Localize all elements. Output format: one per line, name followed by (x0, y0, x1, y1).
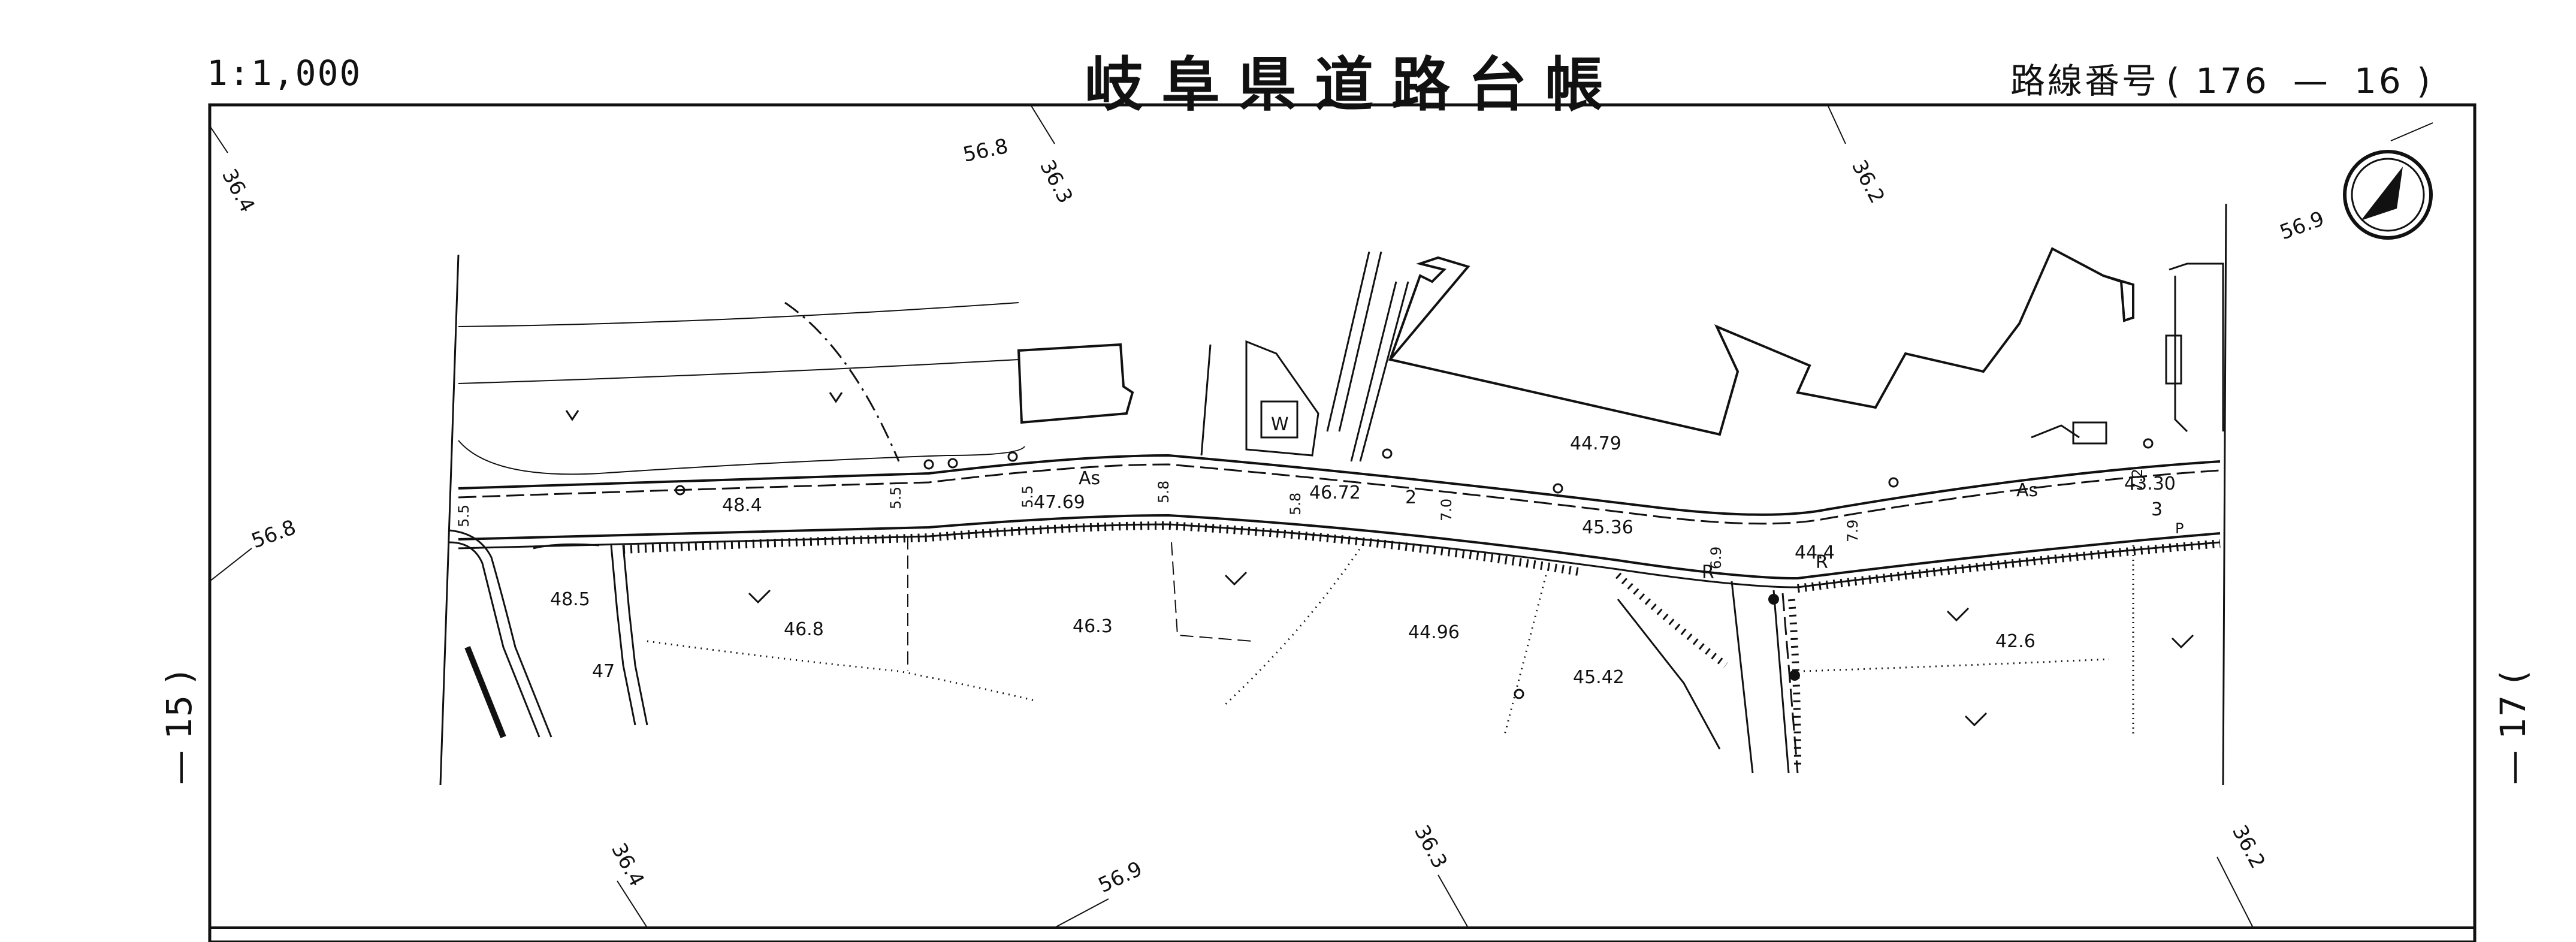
grid-bottom-2: 56.9 (1095, 857, 1146, 898)
width-3: 5.5 (1019, 485, 1036, 508)
fence-line (1200, 344, 1212, 456)
grid-top-5: 56.9 (2276, 207, 2327, 244)
elev-south-7: 47 (592, 661, 615, 682)
grid-top-2: 56.8 (961, 134, 1010, 167)
left-side-road (449, 529, 648, 738)
elev-road-5: 44.4 (1795, 542, 1835, 563)
steps-icon (2072, 421, 2107, 445)
route-dash: — (2293, 61, 2330, 101)
route-major: 176 (2196, 61, 2269, 101)
field-boundaries (647, 539, 2134, 738)
elev-road-4: 45.36 (1582, 517, 1633, 538)
field-symbols (565, 392, 2194, 727)
building-near-wall (1245, 340, 1319, 457)
elev-south-5: 45.42 (1573, 667, 1624, 688)
retaining-wall (1326, 251, 1409, 462)
grid-bottom-4: 36.2 (2227, 821, 2270, 872)
grid-bottom-1: 36.4 (606, 839, 649, 890)
elev-road-2: 47.69 (1034, 492, 1085, 513)
right-extent-line (2222, 203, 2227, 786)
surface-label-right: As (2016, 480, 2038, 501)
map-scale: 1:1,000 (207, 53, 362, 93)
segment-mark-3: 3 (2151, 499, 2163, 520)
solid-markers (1768, 594, 1800, 681)
elev-south-3: 46.3 (1073, 616, 1113, 637)
width-5: 5.8 (1287, 493, 1304, 515)
grid-top-3: 36.3 (1035, 156, 1077, 207)
route-close: ) (2417, 61, 2433, 101)
grid-left-1: 56.8 (248, 515, 299, 553)
elev-south-4: 44.96 (1408, 622, 1460, 643)
map-title: 岐阜県道路台帳 (1085, 50, 1622, 119)
elev-north-1: 44.79 (1570, 433, 1621, 454)
segment-mark-2: 2 (1405, 487, 1417, 508)
grid-bottom-3: 36.3 (1409, 821, 1452, 872)
grid-top-4: 36.2 (1847, 156, 1889, 207)
width-7: 6.9 (1708, 547, 1725, 569)
marker-r-2: R (1816, 552, 1828, 573)
elev-road-1: 48.4 (722, 495, 762, 516)
width-2: 5.5 (887, 487, 904, 509)
route-open: ( (2166, 61, 2182, 101)
width-1: 5.5 (455, 505, 472, 527)
property-lines (907, 536, 1253, 671)
left-extent-line (439, 254, 460, 786)
side-road (1617, 581, 1799, 774)
grid-top-1: 36.4 (217, 165, 259, 216)
surface-label-left: As (1079, 468, 1100, 489)
elev-south-2: 46.8 (784, 619, 824, 640)
grid-ticks (209, 104, 2433, 928)
boundary-line (784, 301, 900, 462)
north-arrow-icon (2343, 150, 2433, 240)
map-frame (208, 103, 2477, 942)
marker-p: P (2175, 520, 2184, 537)
width-6: 7.0 (1438, 499, 1455, 521)
building-outline (1017, 343, 1134, 424)
route-label: 路線番号 (2010, 61, 2160, 101)
elev-road-3: 46.72 (1309, 482, 1361, 503)
north-building (1388, 247, 2134, 436)
survey-markers (675, 438, 2154, 699)
width-8: 7.9 (1844, 520, 1861, 542)
building-w-box (1260, 400, 1298, 439)
embankment-lines (458, 302, 1025, 475)
marker-r-1: R (1702, 562, 1714, 583)
route-number: 路線番号( 176 — 16 ) (2010, 53, 2433, 103)
elev-south-1: 48.5 (550, 589, 590, 610)
elev-road-6: 43.30 (2124, 473, 2176, 494)
route-minor: 16 (2354, 61, 2403, 101)
elev-south-6: 42.6 (1995, 631, 2036, 652)
building-w-label: W (1271, 414, 1289, 435)
curb-hatching (623, 521, 1583, 576)
width-4: 5.8 (1155, 481, 1172, 503)
width-9: 7.2 (2129, 469, 2146, 491)
